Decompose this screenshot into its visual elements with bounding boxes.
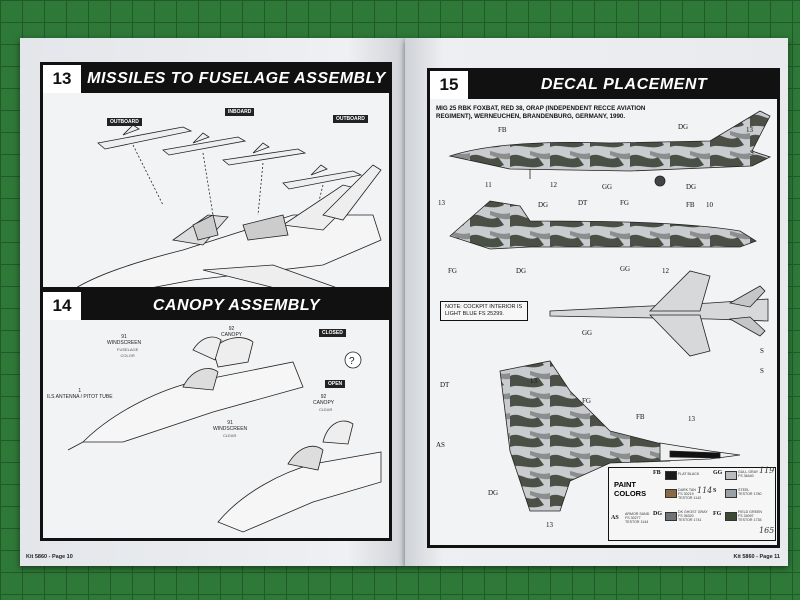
decal-placement-illustration bbox=[448, 110, 772, 512]
windscreen-color-open: CLEAR bbox=[223, 433, 237, 438]
decal-gg: GG bbox=[582, 329, 593, 337]
step-title: MISSILES TO FUSELAGE ASSEMBLY bbox=[87, 70, 386, 87]
aircraft-description: MIG 25 RBK FOXBAT, RED 38, ORAP (INDEPEN… bbox=[436, 105, 646, 120]
windscreen-color-top: FUSELAGE COLOR bbox=[117, 347, 139, 358]
decal-dt: DT bbox=[440, 381, 450, 389]
canopy-assembly-illustration: ? bbox=[67, 336, 382, 533]
step-number: 15 bbox=[430, 71, 471, 99]
step-13-header: 13 MISSILES TO FUSELAGE ASSEMBLY bbox=[43, 65, 389, 93]
step-title: DECAL PLACEMENT bbox=[540, 76, 708, 93]
decal-s: S bbox=[760, 367, 764, 375]
decal-dg: DG bbox=[488, 489, 499, 497]
windscreen-label-open: 91 WINDSCREEN bbox=[213, 420, 248, 432]
paint-colors-title: PAINT COLORS bbox=[614, 480, 647, 498]
closed-tag: CLOSED bbox=[319, 329, 346, 337]
color-chip bbox=[665, 471, 677, 480]
step-13-panel: 13 MISSILES TO FUSELAGE ASSEMBLY OUTBOAR… bbox=[40, 62, 392, 290]
decal-13: 13 bbox=[546, 521, 553, 529]
decal-12: 12 bbox=[662, 267, 669, 275]
decal-12: 12 bbox=[550, 181, 557, 189]
outboard-tag-left: OUTBOARD bbox=[107, 118, 142, 126]
decal-13: 13 bbox=[530, 377, 537, 385]
inboard-tag: INBOARD bbox=[225, 108, 255, 116]
canopy-label-top: 92 CANOPY bbox=[221, 326, 243, 338]
decal-13: 13 bbox=[688, 415, 695, 423]
step-15-panel: 15 DECAL PLACEMENT MIG 25 RBK FOXBAT, RE… bbox=[427, 68, 780, 548]
color-chip bbox=[725, 489, 737, 498]
decal-fg: FG bbox=[582, 397, 591, 405]
swatch-dark-tan: DARK TAN FS 30219 TESTOR 1142 bbox=[653, 488, 713, 502]
handwritten-note: 119 bbox=[759, 466, 775, 475]
decal-s: S bbox=[750, 149, 754, 157]
color-chip bbox=[665, 512, 677, 521]
decal-dg: DG bbox=[538, 201, 549, 209]
decal-gg: GG bbox=[602, 183, 613, 191]
cockpit-note: NOTE: COCKPIT INTERIOR IS LIGHT BLUE FS … bbox=[440, 301, 528, 321]
decal-fb: FB bbox=[686, 201, 695, 209]
step-14-panel: 14 CANOPY ASSEMBLY CLOSED OPEN 91 WINDSC… bbox=[40, 289, 392, 541]
decal-13: 13 bbox=[438, 199, 445, 207]
step-15-header: 15 DECAL PLACEMENT bbox=[430, 71, 777, 99]
svg-text:?: ? bbox=[349, 356, 355, 367]
decal-dg: DG bbox=[678, 123, 689, 131]
decal-dg: DG bbox=[686, 183, 697, 191]
open-tag: OPEN bbox=[325, 380, 346, 388]
decal-10: 10 bbox=[706, 201, 713, 209]
step-number: 14 bbox=[43, 292, 84, 320]
color-chip bbox=[725, 471, 737, 480]
handwritten-note: 165 bbox=[759, 526, 775, 535]
missile-assembly-illustration bbox=[76, 124, 382, 287]
step-title: CANOPY ASSEMBLY bbox=[152, 297, 321, 314]
swatch-dg: DG DK GHOST GRAY FS 36320 TESTOR 1741 bbox=[653, 510, 708, 522]
decal-fb: FB bbox=[636, 413, 645, 421]
instruction-booklet: 13 MISSILES TO FUSELAGE ASSEMBLY OUTBOAR… bbox=[12, 38, 800, 566]
decal-gg: GG bbox=[620, 265, 631, 273]
paint-colors-box: PAINT COLORS FB FLAT BLACK GG GULL GRAY … bbox=[608, 466, 776, 541]
step-14-header: 14 CANOPY ASSEMBLY bbox=[43, 292, 389, 320]
page-footer-right: Kit 5860 - Page 11 bbox=[733, 554, 780, 560]
decal-as: AS bbox=[436, 441, 445, 449]
page-11: 15 DECAL PLACEMENT MIG 25 RBK FOXBAT, RE… bbox=[405, 38, 788, 566]
swatch-fb: FB FLAT BLACK bbox=[653, 470, 713, 484]
decal-dg: DG bbox=[516, 267, 527, 275]
handwritten-note: 114 bbox=[697, 486, 713, 495]
decal-fg: FG bbox=[620, 199, 629, 207]
decal-fg: FG bbox=[448, 267, 457, 275]
outboard-tag-right: OUTBOARD bbox=[333, 115, 368, 123]
ils-antenna-label: 1 ILS ANTENNA / PITOT TUBE bbox=[47, 388, 113, 400]
decal-11: 11 bbox=[485, 181, 492, 189]
canopy-label-open: 92 CANOPY bbox=[313, 394, 335, 406]
page-footer-left: Kit 5860 - Page 10 bbox=[26, 554, 73, 560]
canopy-color-open: CLEAR bbox=[319, 407, 333, 412]
swatch-fg: FG FIELD GREEN FS 34097 TESTOR 1735 bbox=[713, 510, 762, 522]
color-chip bbox=[725, 512, 737, 521]
windscreen-label-top: 91 WINDSCREEN bbox=[107, 334, 142, 346]
decal-dt: DT bbox=[578, 199, 588, 207]
swatch-s: S STEEL TESTOR 1780 bbox=[713, 488, 762, 498]
color-chip bbox=[665, 489, 677, 498]
step-number: 13 bbox=[43, 65, 84, 93]
decal-fb: FB bbox=[498, 126, 507, 134]
swatch-as: AS ARMOR SAND FS 30277 TESTOR 1144 bbox=[611, 512, 650, 524]
page-10: 13 MISSILES TO FUSELAGE ASSEMBLY OUTBOAR… bbox=[20, 38, 405, 566]
decal-s: S bbox=[760, 347, 764, 355]
decal-13: 13 bbox=[746, 126, 753, 134]
swatch-gg: GG GULL GRAY FS 36440 bbox=[713, 470, 759, 480]
